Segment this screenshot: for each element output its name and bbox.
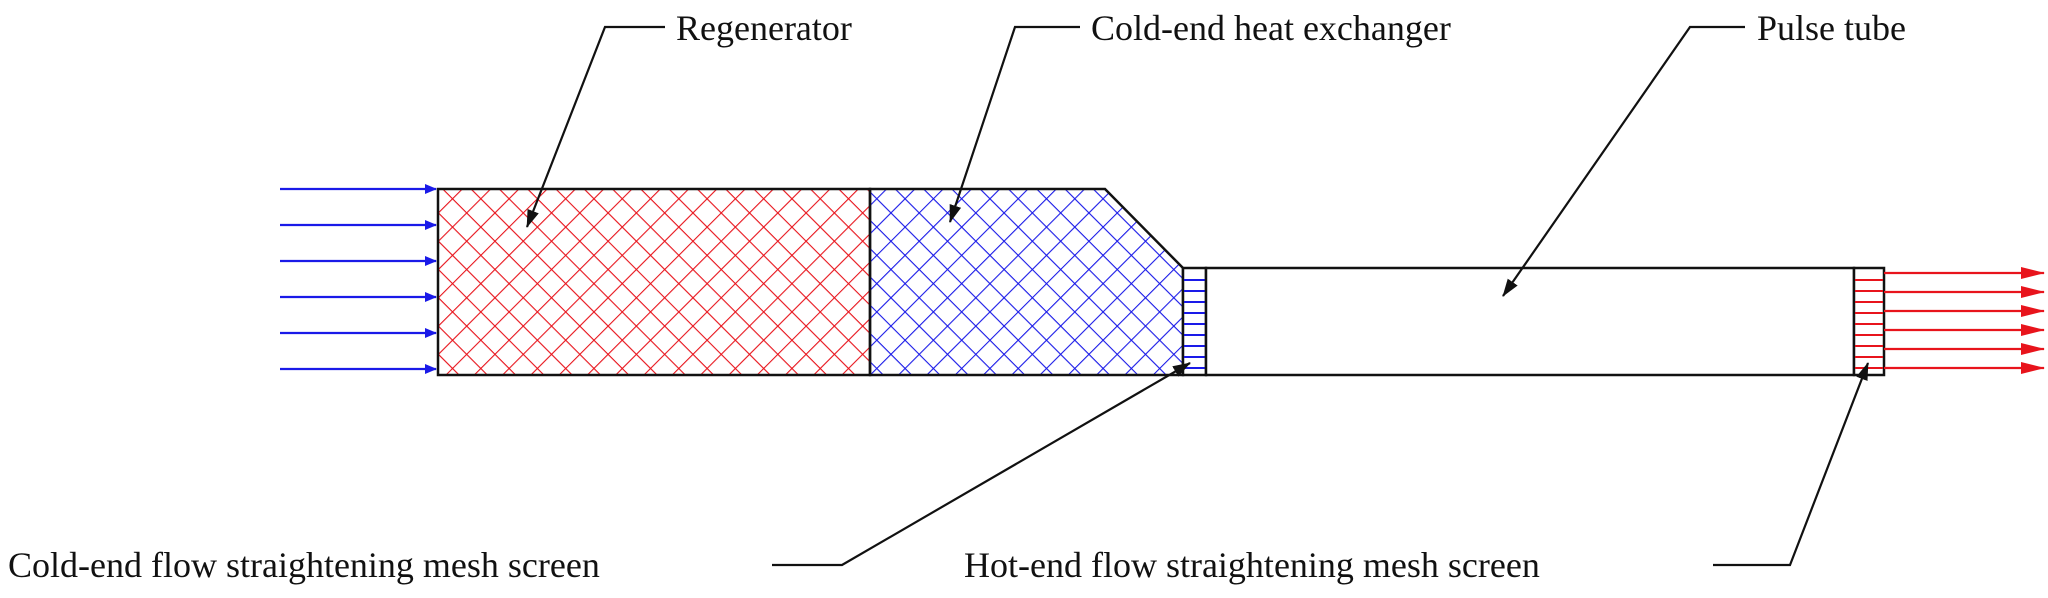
hot-screen-leader bbox=[1713, 362, 1870, 567]
cold-screen-label: Cold-end flow straightening mesh screen bbox=[8, 545, 600, 585]
regenerator-section bbox=[436, 187, 872, 377]
cold-screen-leader bbox=[772, 362, 1191, 567]
cold-hx-label: Cold-end heat exchanger bbox=[1091, 8, 1451, 48]
outflow-arrows bbox=[1884, 267, 2045, 374]
hot-end-screen bbox=[1852, 266, 1886, 377]
cold-end-screen bbox=[1181, 266, 1208, 377]
regenerator-label: Regenerator bbox=[676, 8, 852, 48]
pulse-tube-section bbox=[1204, 266, 1856, 377]
regenerator-mesh bbox=[436, 187, 872, 377]
regenerator-leader bbox=[525, 25, 665, 228]
hot-screen-label: Hot-end flow straightening mesh screen bbox=[964, 545, 1540, 585]
cold-hx-mesh bbox=[868, 187, 1185, 377]
inflow-arrows bbox=[280, 184, 437, 374]
pulse-tube-label: Pulse tube bbox=[1757, 8, 1906, 48]
cold-hx-leader bbox=[948, 25, 1080, 223]
cold-hx-section bbox=[868, 187, 1185, 377]
pulse-tube-leader bbox=[1502, 25, 1745, 297]
pulse-tube-body bbox=[1204, 266, 1856, 377]
leader-lines bbox=[525, 25, 1870, 567]
